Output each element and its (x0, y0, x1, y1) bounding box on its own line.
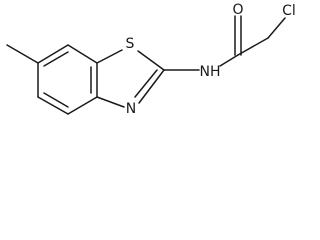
bond-benzene-c7-c7a (67, 44, 98, 64)
atom-label-oxygen: O (232, 2, 243, 18)
bond-benzene-c3a-c4 (67, 96, 98, 115)
bond-benzene-c6-c7 (37, 44, 69, 64)
atom-label-amide-nh: NH (200, 64, 221, 80)
bond-c7a-s (96, 49, 123, 64)
atom-label-chlorine: Cl (282, 3, 296, 19)
bond-n3-c2 (138, 69, 165, 104)
bond-skeleton (6, 15, 286, 115)
atom-label-nitrogen: N (126, 101, 136, 117)
atom-labels: S N NH O Cl (126, 2, 296, 117)
bond-benzene-c4-c5 (37, 96, 69, 115)
bond-c3a-n3 (96, 96, 125, 108)
bond-carbonyl-ch2 (237, 37, 269, 56)
bond-s-c2 (137, 50, 165, 71)
bond-nh-carbonyl (219, 54, 239, 67)
bond-benzene-inner-c6-c7 (43, 51, 69, 67)
bond-benzene-inner-c4-c5 (43, 92, 69, 108)
bond-n3-c2-double (134, 69, 158, 98)
bond-ch2-cl (267, 17, 286, 39)
bond-methyl (6, 44, 39, 64)
chemical-structure: S N NH O Cl (6, 2, 296, 117)
atom-label-sulfur: S (126, 36, 135, 52)
